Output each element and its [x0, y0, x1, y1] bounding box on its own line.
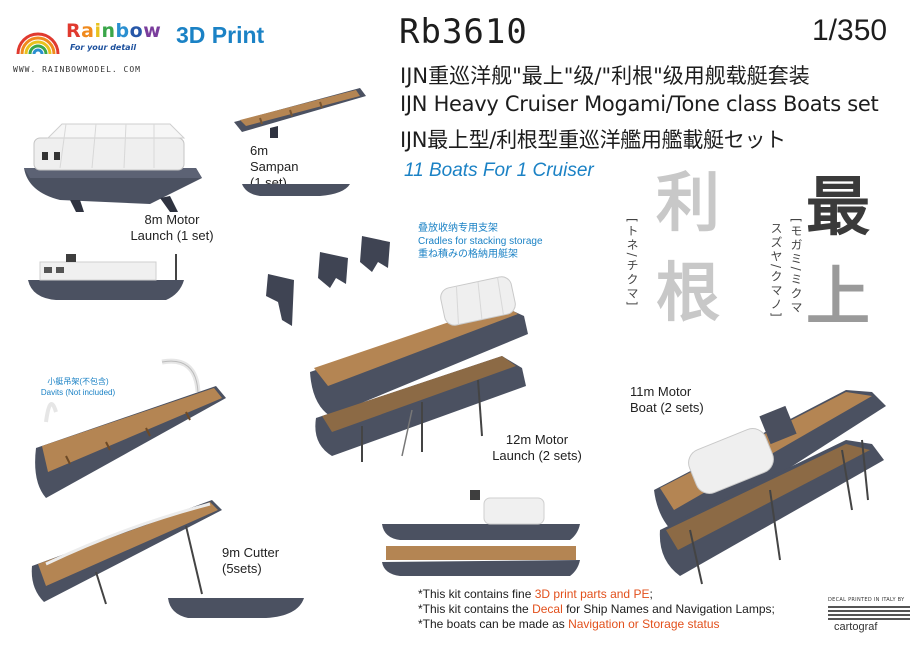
rainbow-logo-icon	[14, 26, 62, 56]
brand-letter: o	[129, 20, 144, 42]
kit-notes: *This kit contains fine 3D print parts a…	[418, 587, 775, 632]
decal-maker: cartograf	[834, 621, 878, 633]
brand-letter: n	[101, 20, 116, 42]
title-japanese: IJN最上型/利根型重巡洋艦用艦載艇セット	[400, 128, 786, 152]
print-type-label: 3D Print	[176, 22, 265, 48]
brand-letter: R	[66, 20, 82, 42]
label-cutter: 9m Cutter (5sets)	[222, 545, 280, 576]
cutter-with-davits-image	[26, 352, 236, 502]
label-motor-boat-11m: 11m Motor Boat (2 sets)	[630, 384, 704, 415]
mogami-kana-1: [モガミ/ミクマ	[789, 218, 803, 315]
cartograf-logo-icon	[828, 606, 910, 620]
brand-letter: a	[81, 20, 95, 42]
motor-boat-11m-image	[650, 370, 890, 590]
decal-printed-label: DECAL PRINTED IN ITALY BY	[828, 597, 905, 603]
brand-letter: i	[94, 20, 102, 42]
note-line-2: *This kit contains the Decal for Ship Na…	[418, 602, 775, 616]
label-motor-launch-12m: 12m Motor Launch (2 sets)	[492, 432, 582, 463]
product-scale: 1/350	[812, 14, 888, 47]
tone-kanji-2: 根	[656, 256, 720, 331]
product-code: Rb3610	[399, 12, 528, 52]
tone-kana: [トネ/チクマ]	[625, 218, 639, 308]
mogami-kana-2: スズヤ/クマノ]	[769, 222, 783, 319]
cradles-image	[262, 232, 412, 328]
motor-launch-12m-image	[302, 276, 532, 466]
note-line-1: *This kit contains fine 3D print parts a…	[418, 587, 653, 601]
title-english: IJN Heavy Cruiser Mogami/Tone class Boat…	[400, 92, 879, 116]
note-line-3: *The boats can be made as Navigation or …	[418, 617, 720, 631]
tone-kanji-1: 利	[656, 166, 720, 241]
label-motor-launch-8m: 8m Motor Launch (1 set)	[130, 212, 214, 243]
boats-count-tagline: 11 Boats For 1 Cruiser	[404, 160, 594, 181]
mogami-kanji-1: 最	[806, 170, 870, 245]
label-cradles: 叠放收纳专用支架 Cradles for stacking storage 重ね…	[418, 223, 543, 260]
sampan-side-image	[240, 180, 352, 198]
brand-url[interactable]: WWW. RAINBOWMODEL. COM	[13, 65, 141, 74]
sampan-image	[230, 82, 370, 140]
cutter-side-image	[166, 594, 306, 622]
motor-launch-8m-image	[20, 108, 210, 216]
motor-launch-12m-side-image	[380, 488, 580, 578]
brand-letter: b	[115, 20, 130, 42]
cutter-image	[26, 486, 226, 606]
brand-name[interactable]: Rainbow	[66, 20, 161, 42]
motor-launch-8m-side-image	[26, 250, 186, 308]
label-davits: 小艇吊架(不包含) Davits (Not included)	[40, 377, 116, 397]
title-chinese: IJN重巡洋舰"最上"级/"利根"级用舰载艇套装	[400, 64, 810, 88]
brand-letter: w	[143, 20, 162, 42]
mogami-kanji-2: 上	[806, 260, 870, 335]
brand-tagline: For your detail	[70, 43, 137, 52]
